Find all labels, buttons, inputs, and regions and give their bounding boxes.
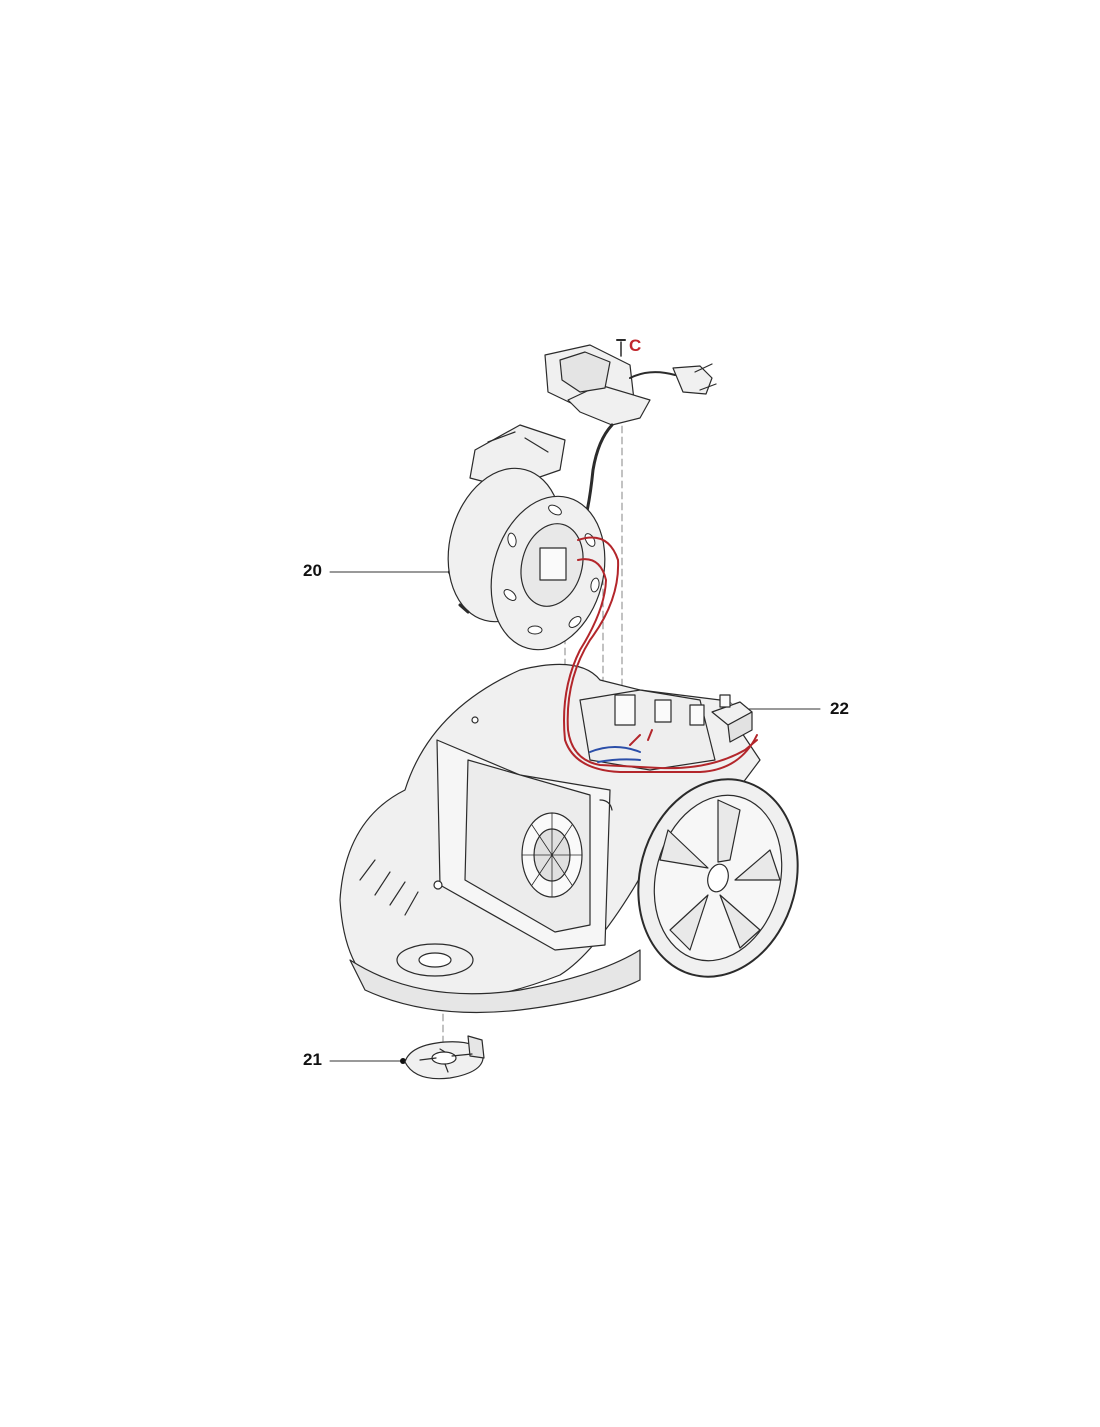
screw-c-icon	[616, 339, 626, 357]
cable-reel	[447, 424, 606, 651]
front-castor	[404, 1035, 485, 1080]
cable-guide-bracket	[544, 344, 717, 522]
callout-21-label: 21	[303, 1050, 322, 1069]
leader-dot-21	[400, 1058, 406, 1064]
switch-assembly	[711, 694, 753, 743]
rear-wheel	[637, 778, 799, 978]
vacuum-body	[339, 663, 761, 1014]
wiring-blue	[589, 746, 641, 763]
callout-20-label: 20	[303, 561, 322, 580]
callout-22-label: 22	[830, 699, 849, 718]
leader-lines	[329, 571, 821, 1062]
wiring-red	[563, 536, 758, 773]
screw-c-label: C	[629, 336, 642, 355]
